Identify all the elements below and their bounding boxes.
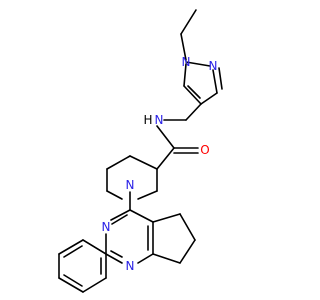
atom-h-amide: H — [143, 113, 152, 127]
bond-nh-carbonyl — [156, 125, 175, 149]
molecule-diagram: N N N H O N N N — [58, 9, 223, 293]
bond-ph-inner-1 — [63, 245, 83, 258]
bond-ethyl-ch3 — [180, 9, 197, 35]
atom-n-pyrazole-2: N — [209, 59, 218, 73]
bond-ph-1 — [58, 239, 84, 255]
bond-ph-4 — [82, 277, 107, 293]
bond-c4-c5 — [183, 85, 202, 105]
bond-cp-c7-c7a — [152, 253, 181, 264]
bond-cp-c5-c6 — [179, 213, 196, 241]
atom-n-pyrimidine-2: N — [126, 259, 135, 273]
bond-ph-6 — [82, 239, 107, 255]
bond-n2-c3-double-a — [212, 69, 218, 94]
bond-n1-n2 — [185, 61, 211, 67]
bond-c4-ch2 — [185, 103, 202, 121]
bond-ethyl-ch2 — [180, 33, 187, 61]
bond-c5-n1 — [183, 63, 187, 87]
atom-n-piperidine: N — [126, 178, 135, 192]
bond-ph-inner-2 — [63, 274, 83, 287]
bond-pyr-c2-n1-inner — [110, 250, 123, 258]
bond-pyr-c4-n3 — [110, 209, 131, 221]
bond-c4-c5-inner — [187, 85, 201, 99]
atom-n-amide: N — [155, 113, 164, 127]
bond-pyr-c2-n1 — [105, 253, 123, 264]
molecule-svg: N N N H O N N N — [58, 9, 223, 293]
bond-pip-c4-c5 — [106, 155, 131, 170]
bond-pip-c3-c4 — [129, 155, 158, 170]
bond-c3-c4 — [200, 92, 218, 105]
bond-pip-c6-n — [106, 190, 123, 200]
bond-n2-c3-double-b — [218, 67, 223, 90]
bond-carbonyl-c3 — [156, 147, 175, 170]
atom-n-pyrazole-1: N — [182, 55, 191, 69]
bond-cp-c4a-c5 — [152, 213, 181, 223]
bond-pip-n-c2 — [137, 190, 158, 200]
bond-pyr-n1-c7a — [137, 253, 154, 264]
atom-n-pyrimidine-1: N — [102, 220, 111, 234]
atom-o-carbonyl: O — [200, 143, 209, 157]
bond-pyr-c4a-c4 — [129, 209, 154, 223]
bond-cp-c6-c7 — [179, 239, 196, 264]
bond-pyr-c4-n3-inner — [111, 214, 128, 225]
bond-ph-3 — [58, 277, 84, 293]
